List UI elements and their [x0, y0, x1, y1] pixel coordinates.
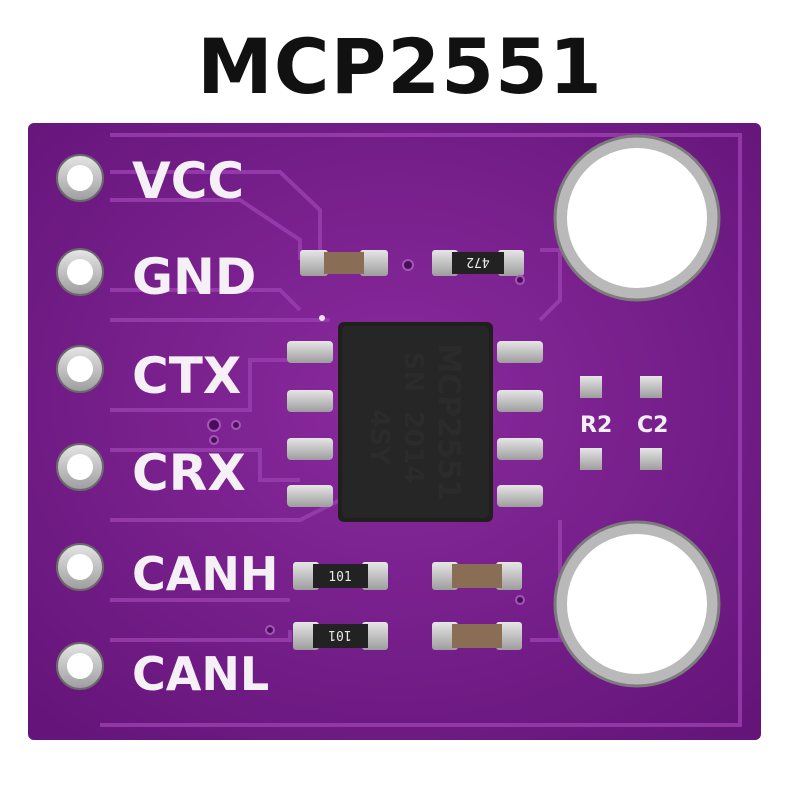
page-title: MCP2551 [197, 22, 603, 111]
pin-label-crx: CRX [132, 444, 246, 502]
resistor-canh: 101 [293, 562, 388, 590]
resistor-code-canl: 101 [328, 627, 351, 642]
capacitor-top [300, 250, 388, 276]
silkscreen-r2: R2 [580, 413, 612, 438]
capacitor-canh [432, 562, 522, 590]
resistor-code-top: 472 [466, 254, 489, 269]
ic-pins [287, 341, 543, 507]
resistor-472: 472 [432, 250, 524, 276]
capacitor-canl [432, 622, 522, 650]
vias [207, 259, 525, 635]
pin-label-vcc: VCC [132, 152, 244, 210]
r2-c2-pads [580, 376, 662, 470]
pin-label-canh: CANH [132, 547, 278, 601]
resistor-code-canh: 101 [328, 570, 351, 585]
chip-marking-line2: SN [398, 352, 428, 393]
chip-pin1-dot [319, 315, 325, 321]
mcp2551-chip: MCP2551 SN 2014 4SY [319, 315, 493, 522]
pin-label-gnd: GND [132, 248, 256, 306]
pin-label-canl: CANL [132, 647, 269, 701]
pin-label-ctx: CTX [132, 347, 241, 405]
header-pins [56, 154, 104, 690]
chip-marking-line1: MCP2551 [431, 343, 466, 500]
resistor-canl: 101 [293, 622, 388, 650]
silkscreen-c2: C2 [637, 413, 668, 438]
chip-marking-line4: 4SY [364, 409, 394, 466]
chip-marking-line3: 2014 [398, 411, 428, 483]
